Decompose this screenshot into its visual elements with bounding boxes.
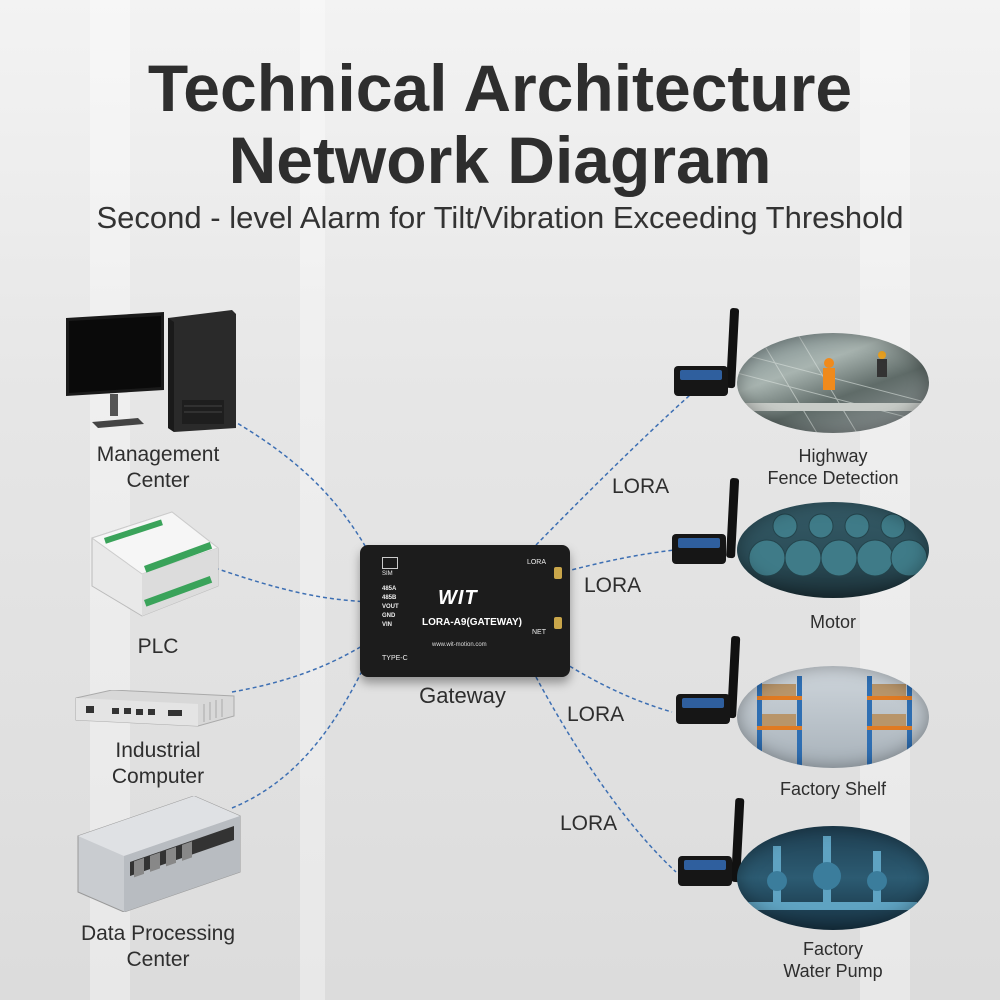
sim-slot-icon <box>382 557 398 569</box>
gateway-pin-485b: 485B <box>382 595 397 601</box>
page-title-line2: Network Diagram <box>228 123 772 197</box>
pump-scene-icon <box>747 836 917 910</box>
link-data-processing <box>231 649 373 809</box>
page-subtitle: Second - level Alarm for Tilt/Vibration … <box>96 200 904 235</box>
link-plc <box>214 567 373 603</box>
management-center-device <box>62 310 242 435</box>
computer-icon <box>66 310 236 432</box>
plc-label: PLC <box>108 634 208 660</box>
industrial-computer-label: Industrial Computer <box>78 738 238 790</box>
gateway-website: www.wit-motion.com <box>432 642 487 648</box>
factory-shelf-label: Factory Shelf <box>733 778 933 800</box>
lora-antenna-connector-icon <box>554 567 562 579</box>
highway-label-line2: Fence Detection <box>767 468 899 488</box>
motor-scene-icon <box>748 513 928 577</box>
data-processing-label-line1: Data Processing <box>80 922 236 945</box>
highway-label-line1: Highway <box>798 446 868 466</box>
link-motor <box>551 549 676 576</box>
gateway-pin-vout: VOUT <box>382 604 399 610</box>
highway-fence-photo <box>737 333 929 433</box>
tilt-sensor-icon <box>674 366 728 396</box>
gateway-pin-485a: 485A <box>382 586 397 592</box>
shelf-scene-icon <box>757 676 912 766</box>
data-processing-device <box>74 795 244 913</box>
plc-label-line1: PLC <box>137 635 179 658</box>
wit-logo: WIT <box>438 587 478 609</box>
management-center-label: Management Center <box>58 442 258 494</box>
plc-device <box>82 508 222 620</box>
lora-link-label-2: LORA <box>584 574 642 597</box>
net-antenna-connector-icon <box>554 617 562 629</box>
motor-label-line1: Motor <box>809 612 856 632</box>
plc-icon <box>90 511 220 617</box>
industrial-computer-icon <box>75 689 235 727</box>
link-industrial-computer <box>231 639 373 693</box>
link-pump <box>535 676 677 873</box>
link-management-center <box>231 419 373 559</box>
gateway-label: Gateway <box>419 683 506 708</box>
water-pump-photo <box>737 826 929 930</box>
highway-label: Highway Fence Detection <box>733 445 933 489</box>
lora-link-label-1: LORA <box>612 475 670 498</box>
lora-link-label-4: LORA <box>560 812 618 835</box>
management-center-label-line1: Management <box>96 443 220 466</box>
data-processing-label: Data Processing Center <box>58 921 258 973</box>
factory-shelf-photo <box>737 666 929 768</box>
gateway-pin-gnd: GND <box>382 613 396 619</box>
lora-link-label-3: LORA <box>567 703 625 726</box>
industrial-computer-label-line2: Computer <box>111 765 205 788</box>
gateway-pin-vin: VIN <box>382 622 393 628</box>
server-rack-icon <box>77 795 241 913</box>
gateway-pins: 485A 485B VOUT GND VIN <box>382 585 399 630</box>
tilt-sensor-icon <box>672 534 726 564</box>
tilt-sensor-icon <box>678 856 732 886</box>
tilt-sensor-icon <box>676 694 730 724</box>
industrial-computer-device <box>72 689 237 730</box>
gateway-lora-port-label: LORA <box>526 559 546 566</box>
water-pump-label-line1: Factory <box>802 939 863 959</box>
highway-scene-icon <box>737 333 929 433</box>
motor-label: Motor <box>733 611 933 633</box>
gateway-sim-label: SIM <box>382 571 393 577</box>
data-processing-label-line2: Center <box>126 948 190 971</box>
gateway-net-port-label: NET <box>532 629 546 636</box>
water-pump-label: Factory Water Pump <box>733 938 933 982</box>
management-center-label-line2: Center <box>126 469 190 492</box>
motor-photo <box>737 502 929 598</box>
page-title-line1: Technical Architecture <box>147 51 853 125</box>
water-pump-label-line2: Water Pump <box>783 961 883 981</box>
link-highway <box>535 394 691 546</box>
gateway-typec-label: TYPE-C <box>382 655 408 662</box>
gateway-device: SIM 485A 485B VOUT GND VIN WIT LORA-A9(G… <box>360 545 570 677</box>
gateway-model: LORA-A9(GATEWAY) <box>422 617 522 628</box>
factory-shelf-label-line1: Factory Shelf <box>779 779 887 799</box>
industrial-computer-label-line1: Industrial <box>115 739 201 762</box>
